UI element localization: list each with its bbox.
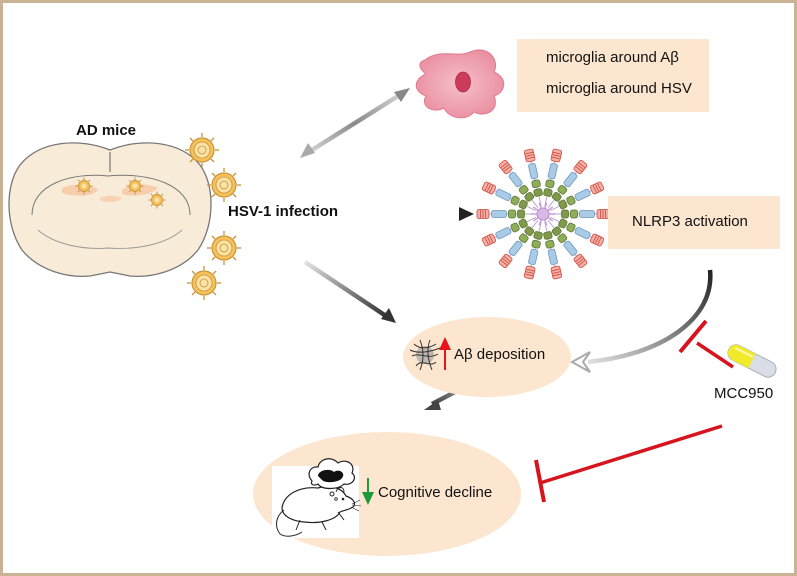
brain-icon (8, 142, 212, 278)
microglia-icon (415, 49, 505, 119)
microglia-abeta-label: microglia around Aβ (546, 49, 679, 66)
inhibition-icon-abeta (678, 319, 734, 369)
mcc950-label: MCC950 (714, 385, 774, 402)
arrow-nlrp3-to-abeta (569, 269, 713, 373)
arrow-to-microglia (300, 88, 410, 158)
abeta-deposition-label: Aβ deposition (454, 346, 546, 363)
amyloid-plaque-icon (409, 339, 441, 371)
ad-mice-label: AD mice (76, 122, 137, 139)
microglia-effects-box (517, 39, 709, 112)
down-arrow-icon-cognition (362, 478, 374, 505)
arrow-to-abeta (303, 260, 396, 323)
inhibition-icon-cognition (534, 424, 723, 503)
microglia-hsv-label: microglia around HSV (546, 80, 692, 97)
up-arrow-icon-abeta (439, 337, 451, 370)
thought-cloud-icon (308, 458, 356, 501)
arrow-to-nlrp3 (292, 207, 474, 221)
pill-icon (727, 344, 777, 378)
hsv-infection-label: HSV-1 infection (228, 203, 339, 220)
nlrp3-label: NLRP3 activation (632, 213, 748, 230)
nlrp3-box (608, 196, 780, 249)
inflammasome-icon (476, 148, 610, 280)
cognitive-decline-label: Cognitive decline (378, 484, 493, 501)
